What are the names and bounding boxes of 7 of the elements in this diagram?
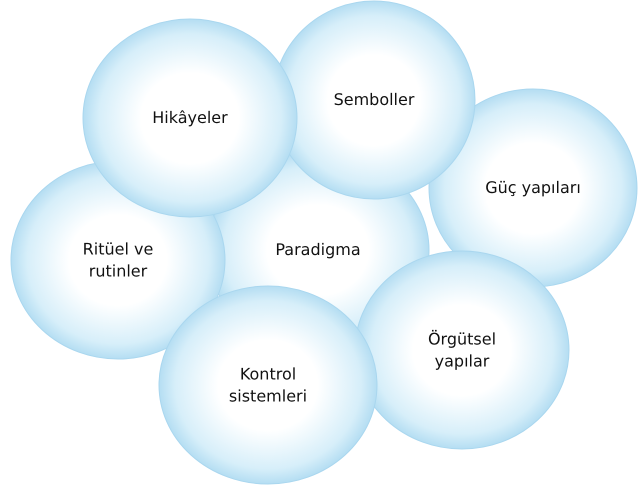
node-label: Kontrol sistemleri [228, 363, 308, 407]
node-label: Ritüel ve rutinler [82, 238, 154, 282]
node-label: Güç yapıları [484, 177, 582, 199]
node-label: Paradigma [274, 239, 362, 261]
node-label: Semboller [332, 89, 416, 111]
node-label: Hikâyeler [151, 107, 229, 129]
node-label: Örgütsel yapılar [426, 328, 498, 372]
